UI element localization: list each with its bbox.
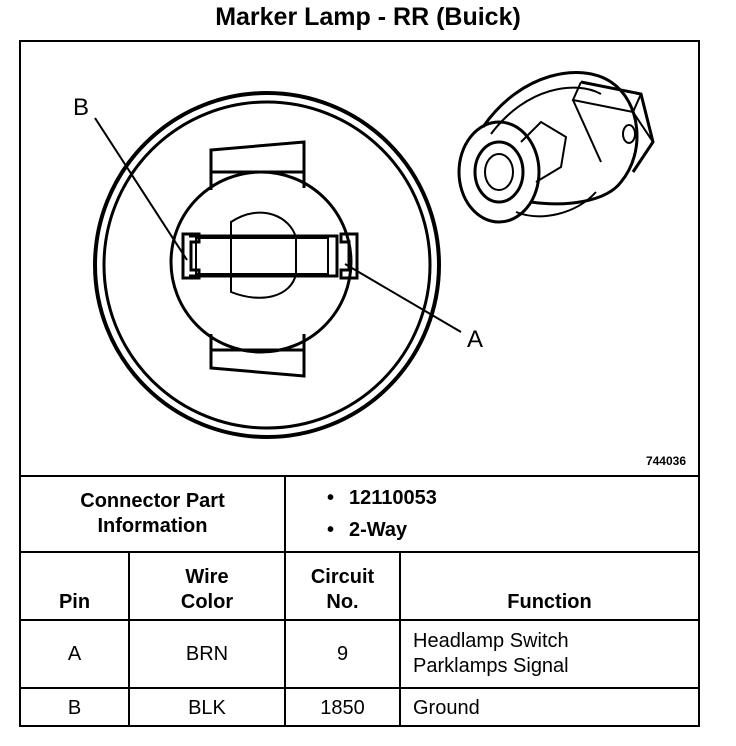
bottom-tab (209, 334, 306, 378)
table-cell-function: Headlamp Switch Parklamps Signal (413, 630, 569, 677)
table-cell-circuit: 1850 (320, 696, 365, 719)
divider (21, 619, 698, 621)
connector-diagram: B A 744036 (21, 42, 698, 477)
divider (21, 475, 698, 477)
divider (21, 687, 698, 689)
divider (399, 553, 401, 727)
table-cell-function: Ground (413, 696, 480, 719)
part-number: 12110053 (327, 482, 437, 514)
column-header-wire-color: Wire Color (180, 566, 234, 613)
outer-ring (93, 91, 441, 439)
table-cell-wire-color: BRN (185, 642, 229, 665)
column-header-circuit: Circuit No. (310, 566, 375, 613)
connector-info-header: Connector Part Information (80, 490, 225, 537)
pin-b-leader (94, 117, 188, 261)
divider (128, 553, 130, 727)
pin-a-callout: A (467, 326, 484, 353)
table-cell-pin: A (67, 642, 82, 665)
top-tab (209, 140, 306, 190)
column-header-function: Function (507, 591, 592, 613)
table-cell-pin: B (67, 696, 82, 719)
pin-b-callout: B (73, 94, 90, 121)
connector-type: 2-Way (327, 514, 437, 546)
figure-number: 744036 (645, 454, 686, 468)
column-header-pin: Pin (58, 591, 91, 613)
center-blade (230, 211, 297, 299)
pin-a-terminal (339, 232, 359, 280)
table-cell-wire-color: BLK (188, 696, 226, 719)
table-cell-circuit: 9 (336, 642, 349, 665)
divider (21, 551, 698, 553)
inner-ring (102, 100, 432, 430)
divider (284, 477, 286, 727)
connector-face-drawing (93, 70, 655, 439)
page-title: Marker Lamp - RR (Buick) (215, 3, 521, 31)
pin-a-leader (344, 263, 462, 333)
connector-side-view (457, 70, 655, 224)
socket-circle (169, 170, 353, 354)
connector-sheet: B A 744036 Connector Part Information 12… (19, 40, 700, 727)
connector-info-list: 12110053 2-Way (327, 482, 437, 546)
